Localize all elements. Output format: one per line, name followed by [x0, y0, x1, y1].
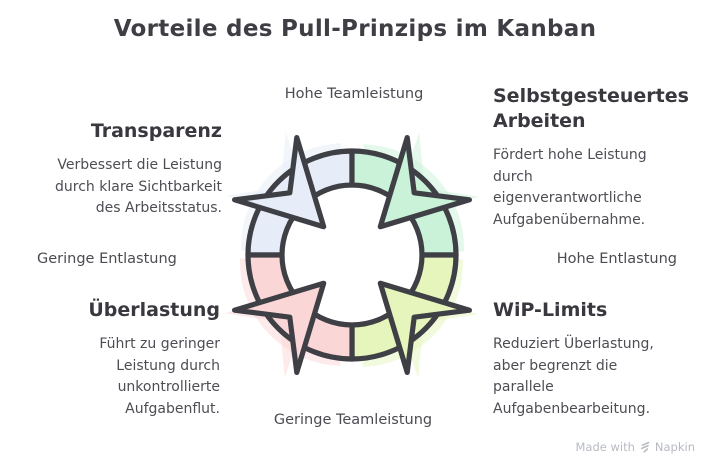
section-selbstgesteuertes-arbeiten: Selbstgesteuertes Arbeiten Fördert hohe …	[493, 84, 693, 231]
section-wip-limits-body: Reduziert Überlastung, aber begrenzt die…	[493, 336, 654, 417]
section-ueberlastung-body: Führt zu geringer Leistung durch unkontr…	[99, 336, 220, 417]
watermark: Made with Napkin	[576, 440, 696, 454]
watermark-brand: Napkin	[654, 440, 695, 454]
axis-label-top: Hohe Teamleistung	[284, 86, 424, 102]
axis-label-bottom: Geringe Teamleistung	[273, 412, 433, 428]
section-ueberlastung: Überlastung Führt zu geringer Leistung d…	[20, 298, 220, 420]
ring-segments	[245, 148, 459, 362]
section-ueberlastung-heading: Überlastung	[88, 299, 220, 321]
page-title: Vorteile des Pull-Prinzips im Kanban	[113, 16, 597, 42]
section-selbstgesteuertes-arbeiten-heading: Selbstgesteuertes Arbeiten	[493, 85, 689, 132]
section-transparenz-heading: Transparenz	[90, 120, 222, 142]
watermark-prefix: Made with	[575, 440, 635, 454]
section-wip-limits-heading: WiP-Limits	[493, 299, 608, 321]
pull-arrowheads	[232, 135, 472, 375]
pull-cycle-diagram	[224, 131, 480, 379]
pull-arrow-bottom-right-icon	[377, 280, 472, 375]
pull-arrow-top-right-icon	[377, 135, 472, 230]
axis-label-left: Geringe Entlastung	[37, 251, 177, 267]
section-selbstgesteuertes-arbeiten-body: Fördert hohe Leistung durch eigenverantw…	[493, 147, 647, 228]
axis-label-right: Hohe Entlastung	[556, 251, 677, 267]
napkin-logo-icon	[640, 441, 650, 453]
pull-arrow-top-left-icon	[232, 135, 327, 230]
section-wip-limits: WiP-Limits Reduziert Überlastung, aber b…	[493, 298, 693, 420]
section-transparenz: Transparenz Verbessert die Leistung durc…	[22, 119, 222, 220]
section-transparenz-body: Verbessert die Leistung durch klare Sich…	[55, 157, 222, 216]
pull-arrow-bottom-left-icon	[232, 280, 327, 375]
